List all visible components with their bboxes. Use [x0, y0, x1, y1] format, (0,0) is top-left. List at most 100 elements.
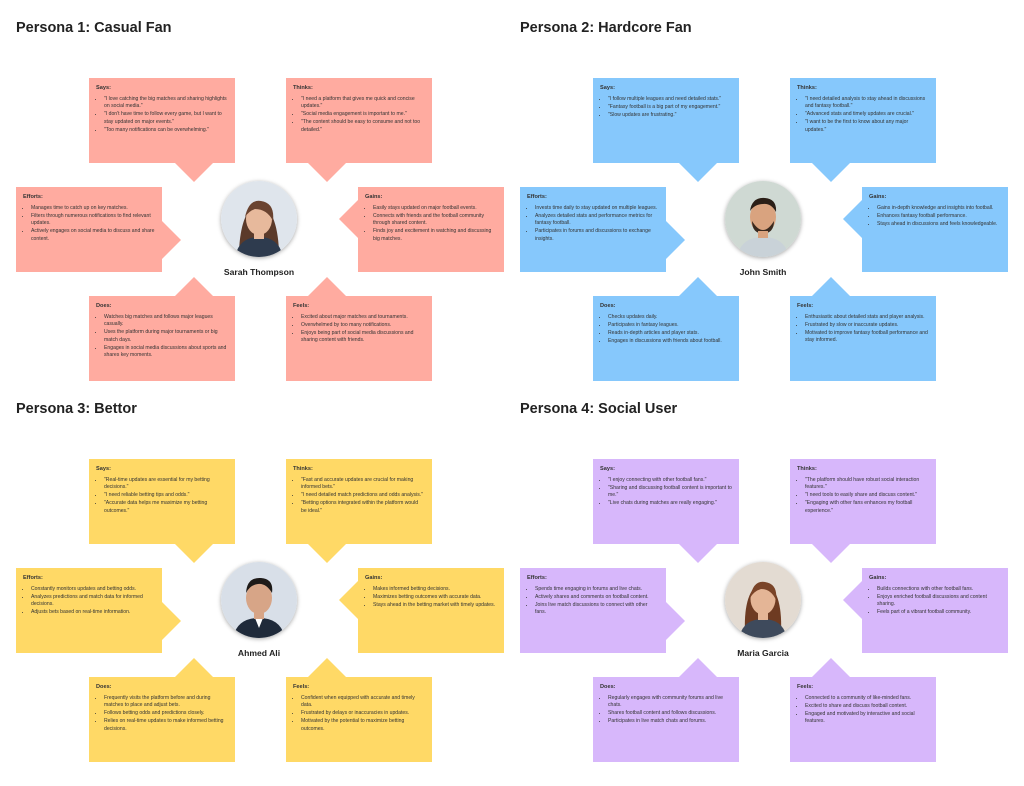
gains-card: Gains: Gains in-depth knowledge and insi…	[862, 187, 1008, 272]
thinks-label: Thinks:	[797, 466, 817, 472]
says-pointer	[175, 163, 214, 182]
does-item: Relies on real-time updates to make info…	[104, 718, 228, 733]
feels-item: Connected to a community of like-minded …	[805, 695, 929, 702]
feels-item: Overwhelmed by too many notifications.	[301, 322, 425, 329]
efforts-card: Efforts: Spends time engaging in forums …	[520, 568, 666, 653]
gains-pointer	[339, 200, 358, 239]
says-list: "I follow multiple leagues and need deta…	[600, 96, 732, 119]
says-label: Says:	[600, 85, 615, 91]
efforts-card: Efforts: Manages time to catch up on key…	[16, 187, 162, 272]
gains-label: Gains:	[869, 575, 887, 581]
man-beard-portrait-icon	[725, 181, 801, 257]
persona-name: Maria Garcia	[737, 648, 789, 658]
does-item: Frequently visits the platform before an…	[104, 695, 228, 710]
thinks-list: "I need detailed analysis to stay ahead …	[797, 96, 929, 134]
efforts-pointer	[162, 220, 181, 259]
gains-label: Gains:	[365, 575, 383, 581]
thinks-label: Thinks:	[797, 85, 817, 91]
says-list: "I enjoy connecting with other football …	[600, 477, 732, 508]
efforts-list: Manages time to catch up on key matches.…	[23, 205, 155, 243]
efforts-item: Invests time daily to stay updated on mu…	[535, 205, 659, 212]
woman-portrait-icon	[221, 181, 297, 257]
efforts-pointer	[162, 601, 181, 640]
says-item: "Too many notifications can be overwhelm…	[104, 127, 228, 134]
does-item: Watches big matches and follows major le…	[104, 314, 228, 329]
does-item: Participates in fantasy leagues.	[608, 322, 732, 329]
says-card: Says: "I follow multiple leagues and nee…	[593, 78, 739, 163]
thinks-item: "I need tools to easily share and discus…	[805, 492, 929, 499]
does-pointer	[679, 658, 718, 677]
feels-label: Feels:	[797, 303, 814, 309]
says-item: "I don't have time to follow every game,…	[104, 111, 228, 126]
does-item: Participates in live match chats and for…	[608, 718, 732, 725]
efforts-label: Efforts:	[527, 575, 547, 581]
thinks-list: "I need a platform that gives me quick a…	[293, 96, 425, 134]
does-label: Does:	[96, 303, 112, 309]
gains-pointer	[843, 200, 862, 239]
persona-name: Ahmed Ali	[237, 648, 281, 658]
gains-list: Easily stays updated on major football e…	[365, 205, 497, 243]
persona-title: Persona 3: Bettor	[16, 401, 137, 417]
says-item: "Sharing and discussing football content…	[608, 485, 732, 500]
efforts-card: Efforts: Invests time daily to stay upda…	[520, 187, 666, 272]
gains-list: Makes informed betting decisions.Maximiz…	[365, 586, 497, 609]
feels-list: Enthusiastic about detailed stats and pl…	[797, 314, 929, 345]
gains-list: Builds connections with other football f…	[869, 586, 1001, 617]
gains-card: Gains: Builds connections with other foo…	[862, 568, 1008, 653]
feels-card: Feels: Confident when equipped with accu…	[286, 677, 432, 762]
thinks-card: Thinks: "Fast and accurate updates are c…	[286, 459, 432, 544]
persona-name: Sarah Thompson	[223, 267, 295, 277]
does-item: Engages in discussions with friends abou…	[608, 338, 732, 345]
gains-list: Gains in-depth knowledge and insights in…	[869, 205, 1001, 228]
gains-card: Gains: Easily stays updated on major foo…	[358, 187, 504, 272]
gains-label: Gains:	[365, 194, 383, 200]
thinks-pointer	[307, 544, 346, 563]
thinks-item: "Fast and accurate updates are crucial f…	[301, 477, 425, 492]
does-card: Does: Watches big matches and follows ma…	[89, 296, 235, 381]
gains-item: Gains in-depth knowledge and insights in…	[877, 205, 1001, 212]
thinks-item: "Betting options integrated within the p…	[301, 500, 425, 515]
persona-title: Persona 2: Hardcore Fan	[520, 20, 692, 36]
persona-hardcore-fan: Persona 2: Hardcore Fan Says: "I follow …	[520, 20, 1008, 405]
efforts-label: Efforts:	[527, 194, 547, 200]
efforts-pointer	[666, 601, 685, 640]
does-label: Does:	[600, 684, 616, 690]
gains-item: Stays ahead in discussions and feels kno…	[877, 221, 1001, 228]
does-list: Regularly engages with community forums …	[600, 695, 732, 726]
says-item: "Accurate data helps me maximize my bett…	[104, 500, 228, 515]
does-label: Does:	[96, 684, 112, 690]
feels-item: Frustrated by slow or inaccurate updates…	[805, 322, 929, 329]
does-item: Checks updates daily.	[608, 314, 732, 321]
feels-card: Feels: Excited about major matches and t…	[286, 296, 432, 381]
does-item: Uses the platform during major tournamen…	[104, 329, 228, 344]
efforts-list: Constantly monitors updates and betting …	[23, 586, 155, 617]
persona-bettor: Persona 3: Bettor Says: "Real-time updat…	[16, 401, 504, 786]
thinks-item: "The content should be easy to consume a…	[301, 119, 425, 134]
does-label: Does:	[600, 303, 616, 309]
says-list: "Real-time updates are essential for my …	[96, 477, 228, 515]
thinks-item: "Advanced stats and timely updates are c…	[805, 111, 929, 118]
thinks-item: "I need a platform that gives me quick a…	[301, 96, 425, 111]
feels-item: Enthusiastic about detailed stats and pl…	[805, 314, 929, 321]
says-item: "Fantasy football is a big part of my en…	[608, 104, 732, 111]
feels-pointer	[811, 277, 850, 296]
does-card: Does: Frequently visits the platform bef…	[89, 677, 235, 762]
thinks-card: Thinks: "I need a platform that gives me…	[286, 78, 432, 163]
woman-long-hair-portrait-icon	[725, 562, 801, 638]
thinks-label: Thinks:	[293, 466, 313, 472]
efforts-item: Participates in forums and discussions t…	[535, 228, 659, 243]
feels-item: Excited to share and discuss football co…	[805, 703, 929, 710]
does-card: Does: Checks updates daily.Participates …	[593, 296, 739, 381]
persona-name: John Smith	[739, 267, 787, 277]
thinks-list: "Fast and accurate updates are crucial f…	[293, 477, 425, 515]
thinks-item: "I need detailed match predictions and o…	[301, 492, 425, 499]
feels-item: Enjoys being part of social media discus…	[301, 330, 425, 345]
says-item: "Slow updates are frustrating."	[608, 112, 732, 119]
efforts-item: Joins live match discussions to connect …	[535, 602, 659, 617]
feels-list: Confident when equipped with accurate an…	[293, 695, 425, 733]
persona-title: Persona 4: Social User	[520, 401, 678, 417]
thinks-label: Thinks:	[293, 85, 313, 91]
says-label: Says:	[600, 466, 615, 472]
persona-title: Persona 1: Casual Fan	[16, 20, 172, 36]
thinks-item: "I need detailed analysis to stay ahead …	[805, 96, 929, 111]
